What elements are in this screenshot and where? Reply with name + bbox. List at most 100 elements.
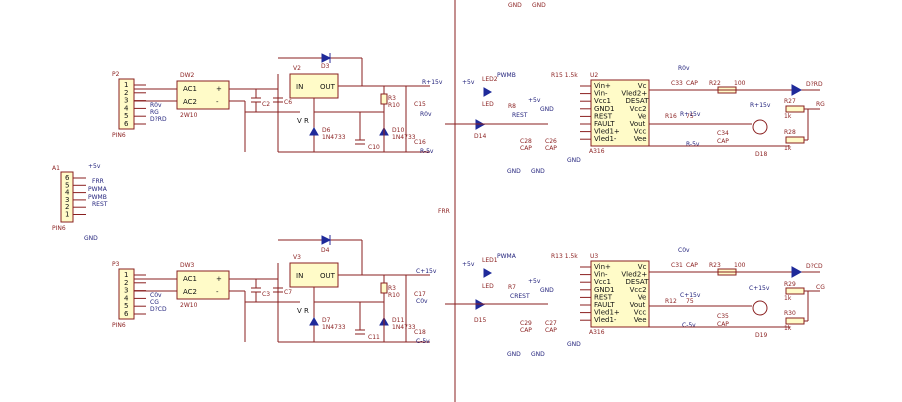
chip-pin-left: Vin+ bbox=[594, 82, 611, 90]
a1-pin-number: 1 bbox=[65, 211, 69, 219]
net-c15v-bot: C+15v bbox=[416, 268, 437, 275]
r29-body bbox=[785, 287, 805, 295]
d6-part: 1N4733 bbox=[322, 134, 346, 141]
chip-pin-left: Vcc1 bbox=[594, 97, 611, 105]
chip-pin-left: Vled1+ bbox=[594, 128, 620, 136]
cg-label: CG bbox=[816, 284, 825, 291]
p3-net-c0v: C0v bbox=[150, 292, 162, 299]
p2-body bbox=[118, 78, 135, 130]
led1-symbol bbox=[483, 268, 493, 278]
pwmb-net: PWMB bbox=[497, 72, 516, 79]
dw3-body bbox=[176, 270, 230, 300]
d10-label: D10 bbox=[392, 127, 404, 134]
r3b-label: R3 bbox=[388, 285, 396, 292]
dcd-label: D?CD bbox=[806, 263, 823, 270]
r22-val: 100 bbox=[734, 80, 746, 87]
chip-pin-left: Vin- bbox=[594, 271, 608, 279]
a1-net-p5v: +5v bbox=[88, 163, 101, 170]
d7-label: D7 bbox=[322, 317, 331, 324]
d6-label: D6 bbox=[322, 127, 331, 134]
r10-label: R10 bbox=[388, 102, 400, 109]
connector-pin-number: 2 bbox=[124, 89, 128, 97]
chip-pin-left: Vin- bbox=[594, 90, 608, 98]
r15-label: R15 1.5k bbox=[551, 72, 578, 79]
chip-pin-left: GND1 bbox=[594, 105, 615, 113]
u2-part: A316 bbox=[589, 148, 605, 155]
connector-pin-number: 5 bbox=[124, 302, 128, 310]
c35-cap: CAP bbox=[717, 321, 729, 328]
led2-label: LED2 bbox=[482, 76, 498, 83]
c11-label: C11 bbox=[368, 334, 380, 341]
c7-label: C7 bbox=[284, 289, 292, 296]
r10b-label: R10 bbox=[388, 292, 400, 299]
d11-label: D11 bbox=[392, 317, 404, 324]
r7-label: R7 bbox=[508, 284, 516, 291]
led2-symbol bbox=[483, 87, 493, 97]
net-c0v-bot: C0v bbox=[416, 298, 428, 305]
p2-net-r0v: R0v bbox=[150, 102, 162, 109]
v2-label: V2 bbox=[293, 65, 301, 72]
drd-label: D?RD bbox=[806, 81, 823, 88]
c31-cap: CAP bbox=[686, 262, 698, 269]
p2-label: P2 bbox=[112, 71, 120, 78]
u2-label: U2 bbox=[590, 72, 598, 79]
r16-label: R16 bbox=[665, 113, 677, 120]
a1-pin-number: 5 bbox=[65, 181, 69, 189]
top-p5v-label: +5v bbox=[462, 79, 475, 86]
d19-label: D19 bbox=[755, 332, 767, 339]
dw2-minus: - bbox=[216, 98, 219, 106]
u3-part: A316 bbox=[589, 329, 605, 336]
r29-val: 1k bbox=[784, 295, 792, 302]
c27-cap: CAP bbox=[545, 327, 557, 334]
led-label-top: LED bbox=[482, 101, 494, 108]
c6-label: C6 bbox=[284, 99, 292, 106]
gnd-bot-2: GND bbox=[531, 351, 545, 358]
chip-pin-left: FAULT bbox=[594, 120, 615, 128]
net-r15v-out: R+15v bbox=[680, 111, 701, 118]
chip-pin-right: Vcc2 bbox=[630, 286, 647, 294]
r30-label: R30 bbox=[784, 310, 796, 317]
c28-label: C29 bbox=[520, 320, 532, 327]
dw2-ac1: AC1 bbox=[183, 85, 197, 93]
gnd-top-mid: GND bbox=[540, 106, 554, 113]
net-r15v-top: R+15v bbox=[422, 79, 443, 86]
chip-pin-left: FAULT bbox=[594, 301, 615, 309]
c33-label: C33 bbox=[671, 80, 683, 87]
a1-net-rest: REST bbox=[92, 201, 108, 208]
p3-net-cd: D?CD bbox=[150, 306, 167, 313]
c31-label: C31 bbox=[671, 262, 683, 269]
c16-label: C16 bbox=[414, 139, 426, 146]
r30-val: 1k bbox=[784, 325, 792, 332]
c28-cap: CAP bbox=[520, 327, 532, 334]
a1-net-pwmb: PWMB bbox=[88, 194, 107, 201]
a1-pin-number: 2 bbox=[65, 203, 69, 211]
a1-pin-number: 3 bbox=[65, 196, 69, 204]
v3-vr: V R bbox=[297, 307, 309, 315]
dw3-ac2: AC2 bbox=[183, 288, 197, 296]
chip-pin-right: Vcc bbox=[634, 309, 647, 317]
p2-net-rg: RG bbox=[150, 109, 159, 116]
net-r5v-top: R-5v bbox=[420, 148, 434, 155]
r12-label: R12 bbox=[665, 298, 677, 305]
a1-net-pwma: PWMA bbox=[88, 186, 108, 193]
c29-cap: CAP bbox=[520, 145, 532, 152]
c18-label: C18 bbox=[414, 329, 426, 336]
d10-part: 1N4733 bbox=[392, 134, 416, 141]
v3-in: IN bbox=[296, 272, 303, 280]
a1-gnd-label: GND bbox=[84, 235, 98, 242]
v3-body bbox=[289, 262, 339, 288]
gnd-bot-1: GND bbox=[507, 351, 521, 358]
chip-pin-left: Vcc1 bbox=[594, 278, 611, 286]
connector-pin-number: 6 bbox=[124, 120, 129, 128]
chip-pin-right: Vout bbox=[630, 120, 646, 128]
chip-pin-right: Vout bbox=[630, 301, 646, 309]
d3-symbol bbox=[321, 53, 332, 63]
a1-label: A1 bbox=[52, 165, 60, 172]
dw3-part: 2W10 bbox=[180, 302, 198, 309]
dw2-plus: + bbox=[216, 85, 222, 93]
r27-body bbox=[785, 105, 805, 113]
v3-out: OUT bbox=[320, 272, 336, 280]
dw3-ac1: AC1 bbox=[183, 275, 197, 283]
connector-pin-number: 4 bbox=[124, 104, 129, 112]
